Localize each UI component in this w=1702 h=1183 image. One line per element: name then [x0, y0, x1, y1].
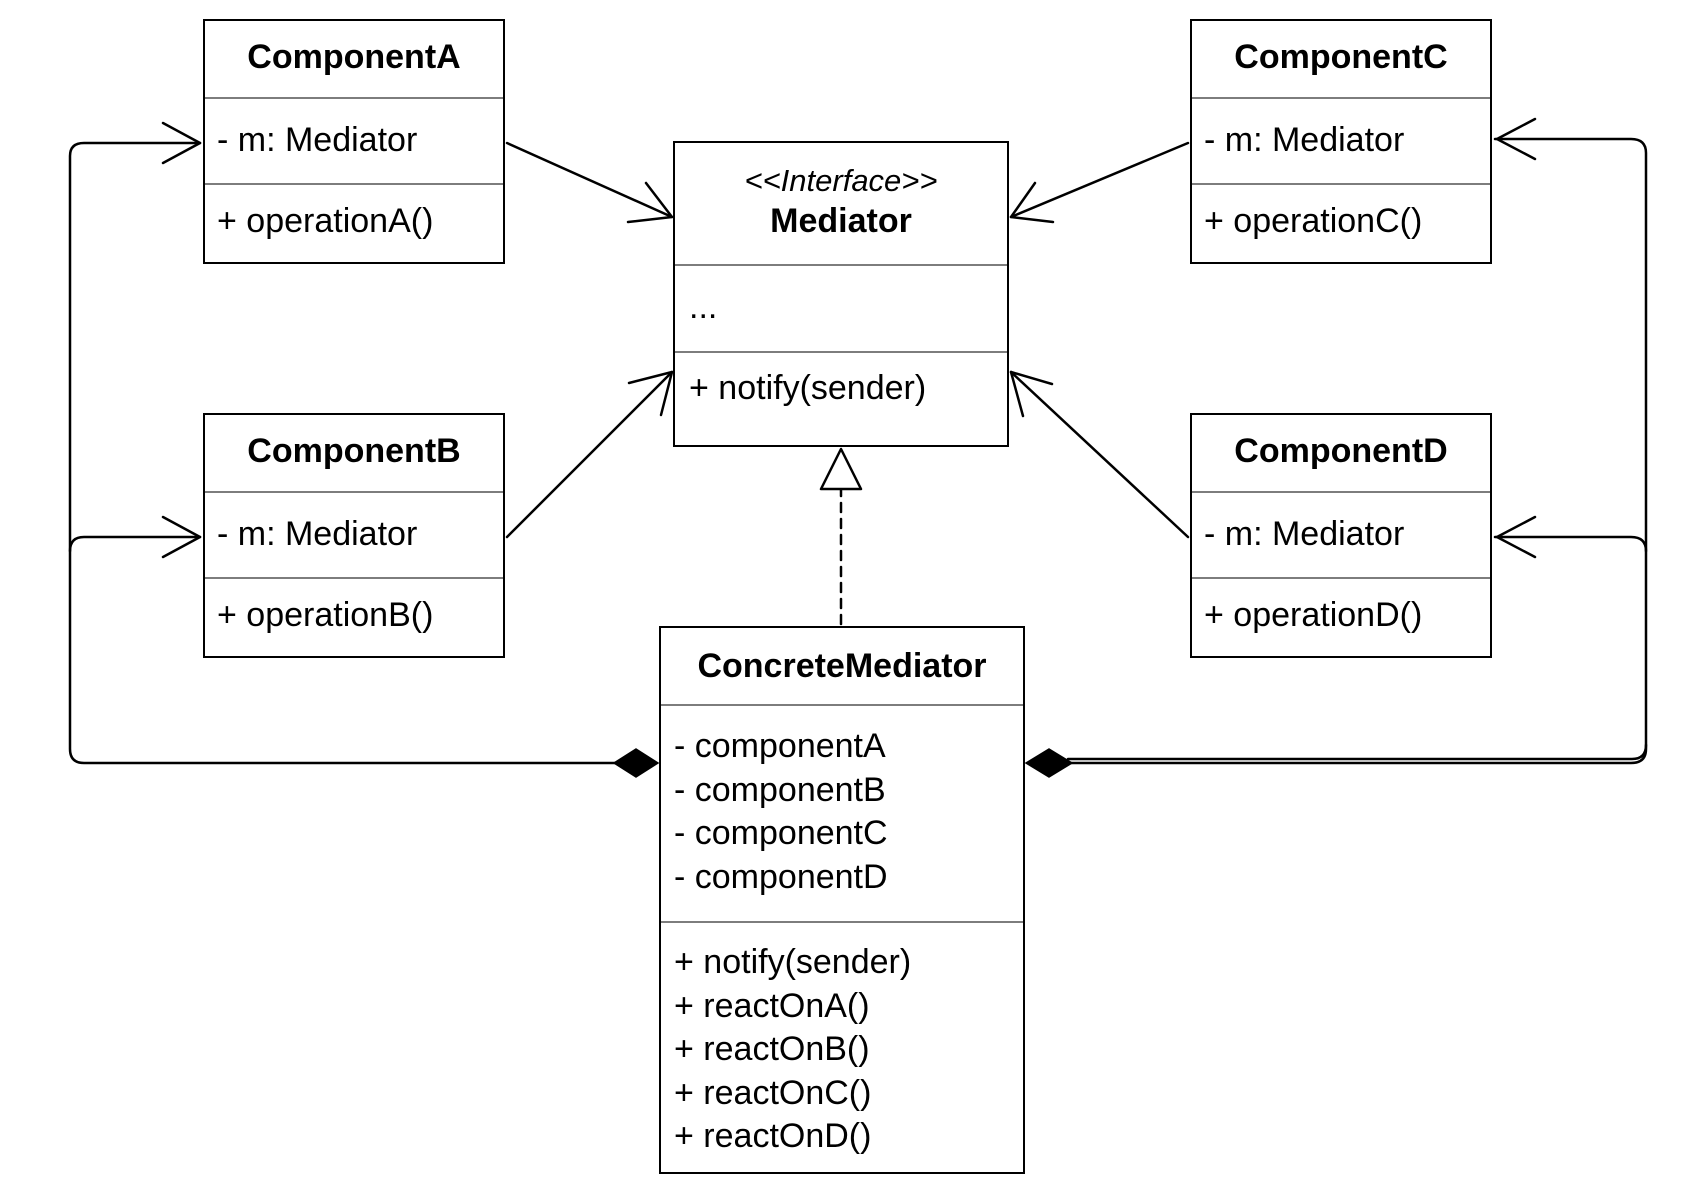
- operation-row: + reactOnB(): [674, 1030, 870, 1068]
- class-name: ComponentB: [247, 432, 461, 470]
- association-a-arrowhead: [626, 181, 674, 224]
- class-name: ComponentD: [1234, 432, 1448, 470]
- interface-header: <<Interface>> Mediator: [675, 143, 1007, 264]
- class-operations: + operationC(): [1192, 183, 1490, 263]
- attribute-row: - componentC: [674, 814, 888, 852]
- interface-operations: + notify(sender): [675, 351, 1007, 446]
- operation-row: + operationC(): [1204, 202, 1423, 240]
- composition-diamond-left: [612, 748, 660, 778]
- composition-right-line-2: [1066, 743, 1648, 761]
- class-operations: + operationD(): [1192, 577, 1490, 657]
- class-operations: + notify(sender) + reactOnA() + reactOnB…: [661, 921, 1023, 1172]
- class-attributes: - componentA - componentB - componentC -…: [661, 704, 1023, 921]
- operation-row: + reactOnD(): [674, 1117, 872, 1155]
- attribute-row: - componentB: [674, 770, 886, 809]
- attribute-row: - m: Mediator: [1204, 121, 1405, 159]
- class-name: ConcreteMediator: [697, 647, 987, 685]
- realization-triangle: [819, 447, 863, 491]
- composition-diamond-right: [1024, 748, 1074, 778]
- interface-name: Mediator: [770, 202, 912, 240]
- association-d-to-mediator: [1009, 370, 1190, 539]
- operation-row: + notify(sender): [674, 943, 912, 981]
- association-c-arrowhead: [1009, 181, 1055, 224]
- arrow-to-component-a: [161, 121, 202, 165]
- association-b-to-mediator: [505, 370, 674, 539]
- class-component-d: ComponentD - m: Mediator + operationD(): [1190, 413, 1492, 658]
- interface-mediator: <<Interface>> Mediator ... + notify(send…: [673, 141, 1009, 447]
- operation-row: + reactOnC(): [674, 1073, 872, 1112]
- class-attributes: - m: Mediator: [205, 97, 503, 183]
- composition-left-line: [68, 141, 618, 765]
- arrow-to-component-c: [1495, 117, 1537, 161]
- class-component-b: ComponentB - m: Mediator + operationB(): [203, 413, 505, 658]
- class-component-c: ComponentC - m: Mediator + operationC(): [1190, 19, 1492, 264]
- class-name: ComponentC: [1234, 38, 1448, 76]
- class-attributes: - m: Mediator: [1192, 491, 1490, 577]
- operation-row: + notify(sender): [689, 369, 927, 407]
- class-attributes: - m: Mediator: [205, 491, 503, 577]
- stereotype-label: <<Interface>>: [744, 163, 938, 198]
- association-d-arrowhead: [1009, 370, 1054, 418]
- association-c-to-mediator: [1009, 141, 1190, 219]
- interface-attributes: ...: [675, 264, 1007, 351]
- class-operations: + operationA(): [205, 183, 503, 263]
- class-concrete-mediator: ConcreteMediator - componentA - componen…: [659, 626, 1025, 1174]
- attribute-row: - m: Mediator: [1204, 515, 1405, 553]
- attribute-row: - componentA: [674, 727, 886, 765]
- arrow-to-component-d: [1495, 515, 1537, 559]
- association-b-arrowhead: [627, 370, 674, 417]
- attribute-row: - componentD: [674, 857, 888, 896]
- operation-row: + operationB(): [217, 596, 434, 634]
- association-a-to-mediator: [505, 141, 674, 219]
- class-operations: + operationB(): [205, 577, 503, 657]
- composition-right-line: [1066, 137, 1648, 765]
- class-attributes: - m: Mediator: [1192, 97, 1490, 183]
- arrow-to-component-b: [161, 515, 202, 559]
- attribute-row: ...: [689, 288, 718, 326]
- operation-row: + operationD(): [1204, 596, 1423, 634]
- class-component-a: ComponentA - m: Mediator + operationA(): [203, 19, 505, 264]
- operation-row: + operationA(): [217, 202, 434, 240]
- class-name: ComponentA: [247, 38, 461, 76]
- composition-left-branch-b: [68, 535, 202, 553]
- attribute-row: - m: Mediator: [217, 121, 418, 159]
- composition-right-branch-d: [1493, 535, 1648, 553]
- attribute-row: - m: Mediator: [217, 515, 418, 553]
- operation-row: + reactOnA(): [674, 986, 870, 1025]
